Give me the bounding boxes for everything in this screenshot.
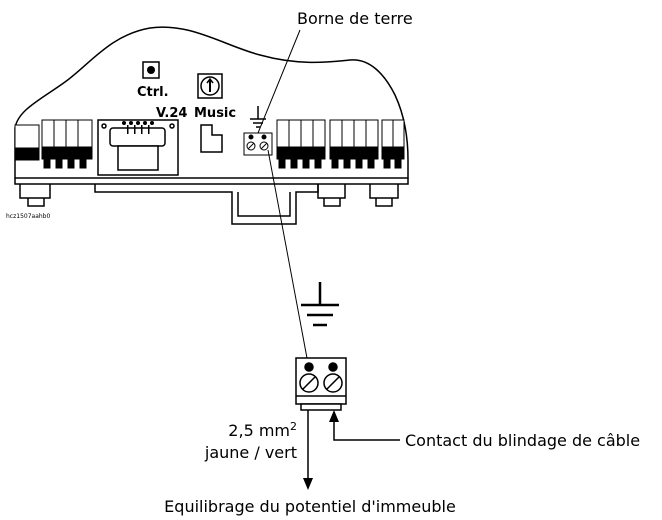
detail-leader: [267, 149, 308, 359]
borne-de-terre-label: Borne de terre: [297, 9, 413, 28]
device-earth-terminal: [243, 132, 273, 156]
music-label: Music: [194, 106, 236, 121]
device-earth-symbol-icon: [250, 106, 266, 128]
terminal-block-right: [276, 119, 405, 169]
earth-symbol-large-icon: [301, 282, 339, 327]
music-dial-icon: [197, 73, 223, 99]
mounting-rail: [14, 178, 409, 225]
equilibrage-label: Equilibrage du potentiel d'immeuble: [164, 497, 456, 516]
ctrl-label: Ctrl.: [137, 85, 169, 100]
device-housing-outline: [14, 26, 409, 179]
image-code: hcz1507aahb0: [6, 213, 50, 220]
contact-blindage-label: Contact du blindage de câble: [405, 431, 640, 450]
borne-de-terre-leader: [257, 29, 301, 134]
shield-contact-arrowhead: [329, 410, 339, 422]
ctrl-button-icon: [142, 61, 160, 79]
v24-connector-pins: [122, 121, 154, 134]
v24-label: V.24: [156, 106, 187, 121]
v24-connector: [97, 119, 179, 176]
music-jack: [200, 124, 223, 153]
shield-contact-arrow: [333, 418, 400, 441]
terminal-block-left: [14, 119, 93, 169]
cable-down-arrowhead: [303, 478, 313, 490]
cable-section-label: 2,5 mm2: [228, 420, 297, 440]
cable-color-label: jaune / vert: [204, 443, 297, 462]
earth-terminal-detail: [295, 357, 347, 411]
